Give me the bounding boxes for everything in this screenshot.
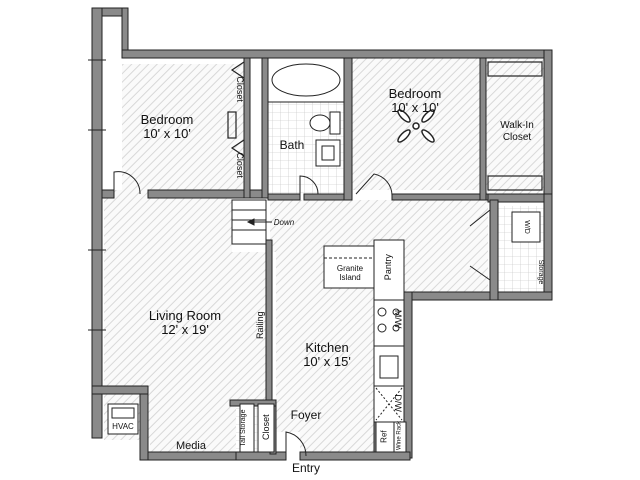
bath-label: Bath [279, 138, 305, 152]
foyer-storage [239, 403, 275, 453]
bedroom-right-size: 10' x 10' [391, 100, 439, 115]
down-label: Down [273, 218, 295, 227]
hvac-label: HVAC [112, 422, 134, 431]
ref-label: Ref [379, 430, 389, 443]
living-room-name: Living Room [148, 308, 222, 323]
closet-bottom-label: Closet [235, 152, 246, 178]
foyer-label: Foyer [290, 408, 322, 422]
washer-dryer [511, 211, 541, 243]
bathtub [267, 57, 345, 103]
hvac-unit [107, 403, 139, 435]
mw-label: M/W [393, 309, 404, 329]
entry-label: Entry [291, 461, 320, 475]
storage-label: Storage [537, 259, 545, 285]
window-marks [88, 59, 106, 331]
bedroom-left-size: 10' x 10' [143, 126, 191, 141]
kitchen-sink [379, 355, 399, 379]
ceiling-fan-icon [397, 109, 435, 143]
dw-label: D/W [393, 394, 404, 412]
walk-in-closet-label: Walk-In Closet [500, 120, 534, 143]
closet-top-label: Closet [235, 76, 246, 102]
wine-rack-label: Wine Rack [396, 420, 403, 450]
stairs [231, 199, 272, 245]
wd-label: W/D [523, 220, 531, 234]
granite-island-label: Granite Island [336, 264, 364, 283]
vanity-sink [315, 139, 341, 167]
kitchen-name: Kitchen [305, 340, 349, 355]
bedroom-left-name: Bedroom [140, 112, 194, 127]
closet-foyer-label: Closet [260, 414, 271, 440]
closet-rods [487, 61, 543, 191]
granite-island [323, 245, 375, 289]
bedroom-right-name: Bedroom [388, 86, 442, 101]
closet-doors [227, 61, 245, 157]
toilet [309, 111, 341, 135]
kitchen-size: 10' x 15' [303, 354, 351, 369]
railing-label: Railing [254, 311, 265, 339]
living-room-size: 12' x 19' [161, 322, 209, 337]
pantry-label: Pantry [382, 254, 393, 281]
media-label: Media [176, 440, 206, 452]
tall-storage-label: Tall Storage [239, 409, 247, 447]
cooktop [377, 307, 400, 333]
dishwasher [375, 387, 403, 421]
counters [373, 239, 407, 453]
doors [113, 171, 491, 457]
